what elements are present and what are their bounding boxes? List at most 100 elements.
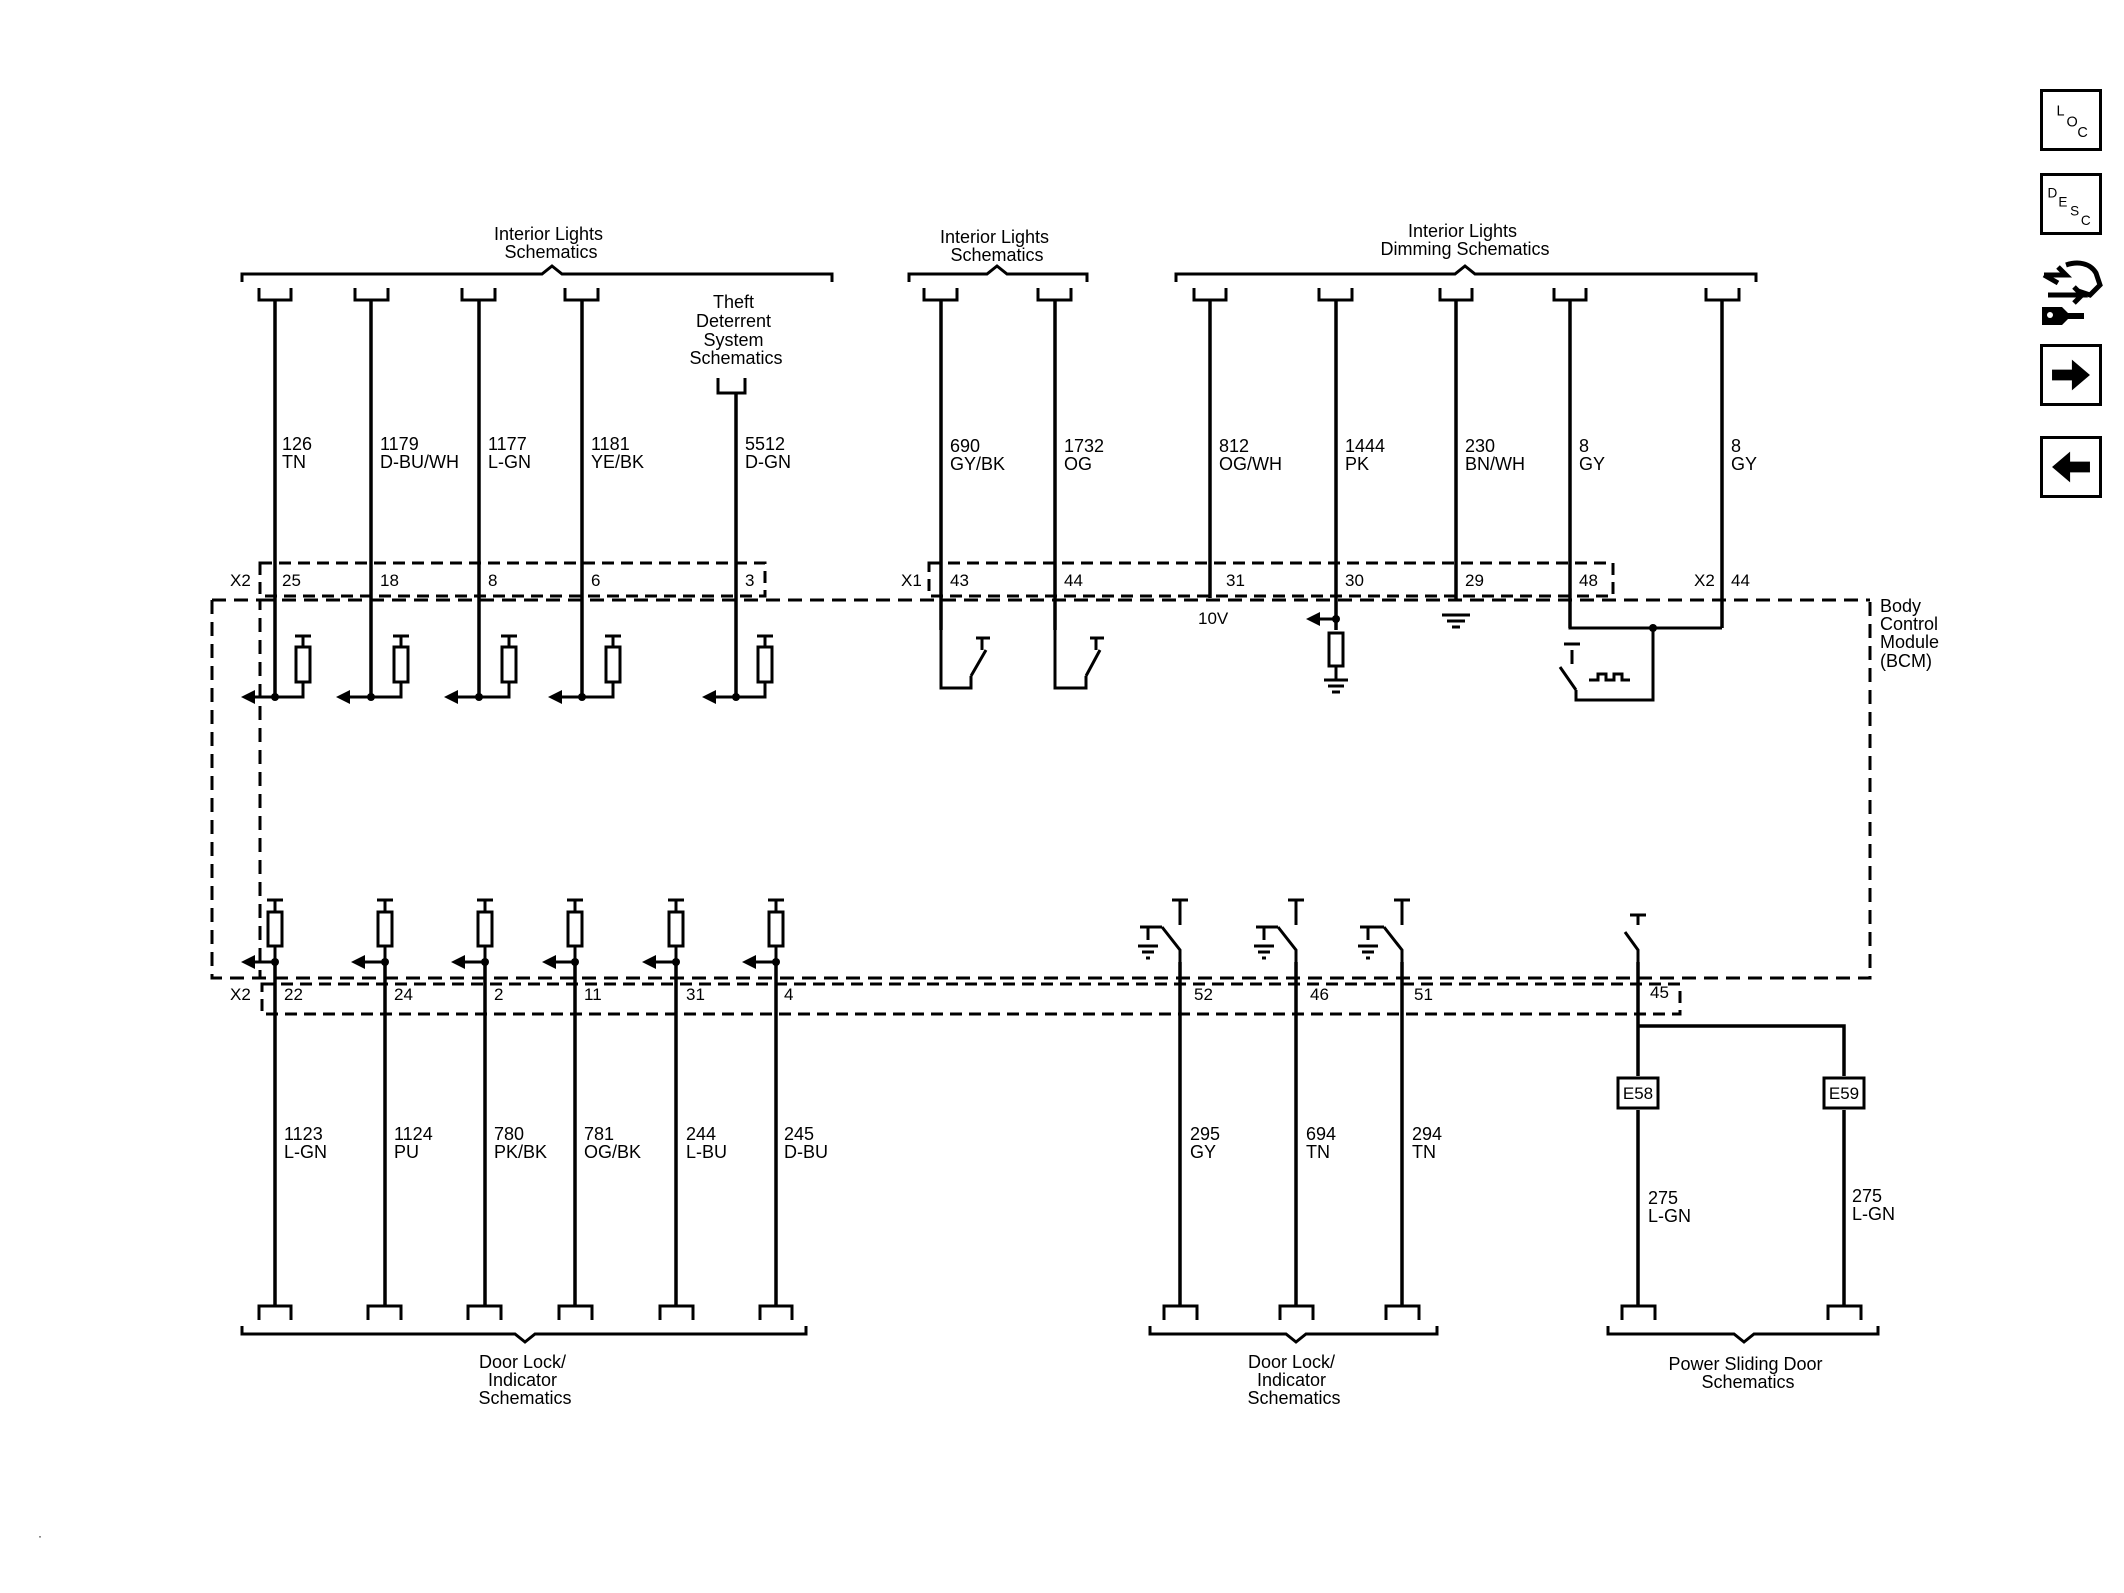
group-label-door-lock-2: Door Lock/ Indicator Schematics <box>1247 1352 1340 1408</box>
splice-e58: E58 <box>1616 1076 1660 1110</box>
connector-x2-top-left: X2 <box>230 571 251 590</box>
splice-label: E59 <box>1829 1084 1859 1103</box>
pin-number: 44 <box>1731 571 1750 590</box>
pin-number: 48 <box>1579 571 1598 590</box>
pin-number: 31 <box>1226 571 1245 590</box>
pin-number: 11 <box>584 985 602 1004</box>
group-label-interior-lights-1: Interior Lights Schematics <box>494 224 608 262</box>
pin-number: 52 <box>1194 985 1213 1004</box>
loc-button[interactable]: L O C <box>2040 89 2102 151</box>
splice-e59: E59 <box>1822 1076 1866 1110</box>
pin-number: 24 <box>394 985 413 1004</box>
bottom-brackets <box>240 1326 1880 1344</box>
svg-text:D: D <box>2048 186 2058 201</box>
pin-number: 30 <box>1345 571 1364 590</box>
pin-number: 51 <box>1414 985 1433 1004</box>
pin-number: 44 <box>1064 571 1083 590</box>
pin-number: 8 <box>488 571 497 590</box>
bottom-pins: 22 24 2 11 31 4 52 46 51 45 <box>284 983 1669 1004</box>
voltage-label: 10V <box>1198 609 1229 628</box>
splice-label: E58 <box>1623 1084 1653 1103</box>
dimming-arrow <box>1306 612 1320 626</box>
pin-number: 46 <box>1310 985 1329 1004</box>
page-mark: · <box>38 1529 42 1543</box>
group-label-theft-deterrent: Theft Deterrent System Schematics <box>689 292 782 368</box>
desc-button[interactable]: D E S C <box>2040 173 2102 235</box>
previous-button[interactable] <box>2040 436 2102 498</box>
svg-text:C: C <box>2081 213 2091 228</box>
top-input-arrows <box>241 690 740 704</box>
x1-switches <box>939 630 1104 690</box>
connector-x2-bottom: X2 <box>230 985 251 1004</box>
top-brackets <box>240 264 1758 395</box>
next-arrow-icon <box>2052 359 2090 391</box>
connector-x2-top-right: X2 <box>1694 571 1715 590</box>
pin-number: 29 <box>1465 571 1484 590</box>
dimming-output <box>1320 617 1348 694</box>
pin-number: 3 <box>745 571 754 590</box>
bottom-switches <box>1138 898 1646 962</box>
pin-number: 18 <box>380 571 399 590</box>
connector-view-button[interactable] <box>2038 255 2104 327</box>
bottom-output-arrows <box>241 955 780 969</box>
desc-icon: D E S C <box>2048 186 2091 228</box>
group-label-interior-lights-2: Interior Lights Schematics <box>940 227 1054 265</box>
group-label-power-sliding-door: Power Sliding Door Schematics <box>1668 1354 1827 1392</box>
pin-number: 2 <box>494 985 503 1004</box>
pin-number: 45 <box>1650 983 1669 1002</box>
bottom-wires <box>273 962 1846 1306</box>
previous-arrow-icon <box>2052 451 2090 483</box>
top-pins: 25 18 8 6 3 43 44 31 30 29 48 44 <box>282 571 1750 590</box>
pin-number: 6 <box>591 571 600 590</box>
svg-text:O: O <box>2066 114 2077 130</box>
bcm-outline <box>210 598 1872 980</box>
top-wires <box>273 300 1724 697</box>
next-button[interactable] <box>2040 344 2102 406</box>
bcm-label: Body Control Module (BCM) <box>1880 596 1944 671</box>
pin-number: 25 <box>282 571 301 590</box>
pin-number: 31 <box>686 985 705 1004</box>
connector-x1: X1 <box>901 571 922 590</box>
ground-symbol <box>1442 613 1470 629</box>
svg-text:E: E <box>2058 195 2067 210</box>
svg-text:L: L <box>2057 103 2065 119</box>
connector-icon <box>2042 260 2103 325</box>
bottom-terminals <box>257 1304 1863 1320</box>
bottom-connector-box <box>260 982 1682 1016</box>
top-input-circuits <box>255 634 774 699</box>
svg-text:C: C <box>2077 125 2087 141</box>
bottom-output-circuits <box>255 898 785 964</box>
group-label-dimming: Interior Lights Dimming Schematics <box>1380 221 1549 259</box>
top-terminals <box>257 288 1741 302</box>
svg-text:S: S <box>2070 204 2079 219</box>
loc-icon: L O C <box>2057 103 2088 141</box>
pin-number: 22 <box>284 985 303 1004</box>
pin-number: 4 <box>784 985 793 1004</box>
gy-switch-circuit <box>1558 600 1722 702</box>
